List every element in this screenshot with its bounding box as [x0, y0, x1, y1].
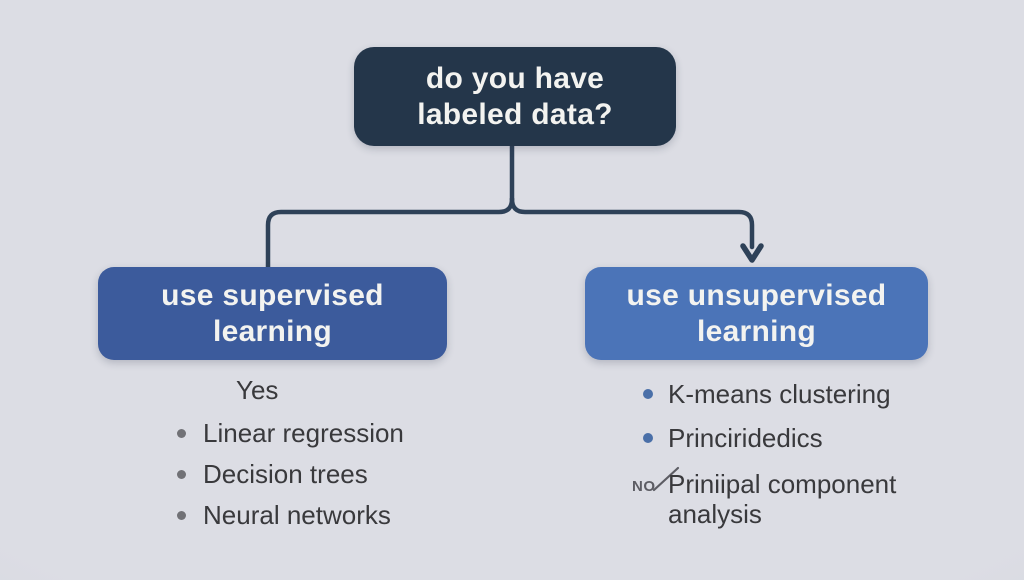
list-item-label: Linear regression	[203, 418, 404, 448]
branch-label-yes: Yes	[236, 375, 279, 405]
bullet-dot-icon	[177, 428, 186, 438]
list-item-label-line1: Priniipal component	[668, 469, 897, 499]
node-supervised-label-line2: learning	[212, 314, 333, 348]
node-unsupervised-label-line1: use unsupervised	[626, 279, 887, 313]
node-supervised-label-line1: use supervised	[161, 279, 384, 313]
bullet-dot-icon	[177, 469, 186, 479]
list-item: Neural networks	[177, 500, 391, 530]
arrow-down-icon	[740, 243, 764, 263]
bullet-dot-icon	[177, 510, 186, 520]
node-unsupervised-label-line2: learning	[696, 314, 817, 348]
bullet-dot-icon	[643, 389, 653, 399]
slash-tick-icon	[652, 466, 680, 492]
list-item: Linear regression	[177, 418, 404, 448]
list-item: K-means clustering	[643, 379, 891, 409]
list-item-label-line2: analysis	[668, 499, 762, 529]
list-item-label: Neural networks	[203, 500, 391, 530]
list-item-label: Princiridedics	[668, 423, 823, 453]
list-item-label: Decision trees	[203, 459, 368, 489]
bullet-dot-icon	[643, 433, 653, 443]
connector-right-branch	[509, 196, 755, 250]
node-unsupervised-learning: use unsupervised learning	[585, 267, 928, 360]
list-item-annotated: NO Priniipal component analysis	[632, 469, 896, 529]
no-annotation-label: NO	[632, 478, 656, 495]
connector-left-branch	[265, 196, 515, 271]
node-supervised-learning: use supervised learning	[98, 267, 447, 360]
list-item: Decision trees	[177, 459, 368, 489]
decision-node-label-line2: labeled data?	[417, 97, 613, 131]
decision-node-labeled-data: do you have labeled data?	[354, 47, 676, 146]
list-item-label: K-means clustering	[668, 379, 891, 409]
list-item: Princiridedics	[643, 423, 823, 453]
decision-node-label-line1: do you have	[425, 62, 605, 96]
